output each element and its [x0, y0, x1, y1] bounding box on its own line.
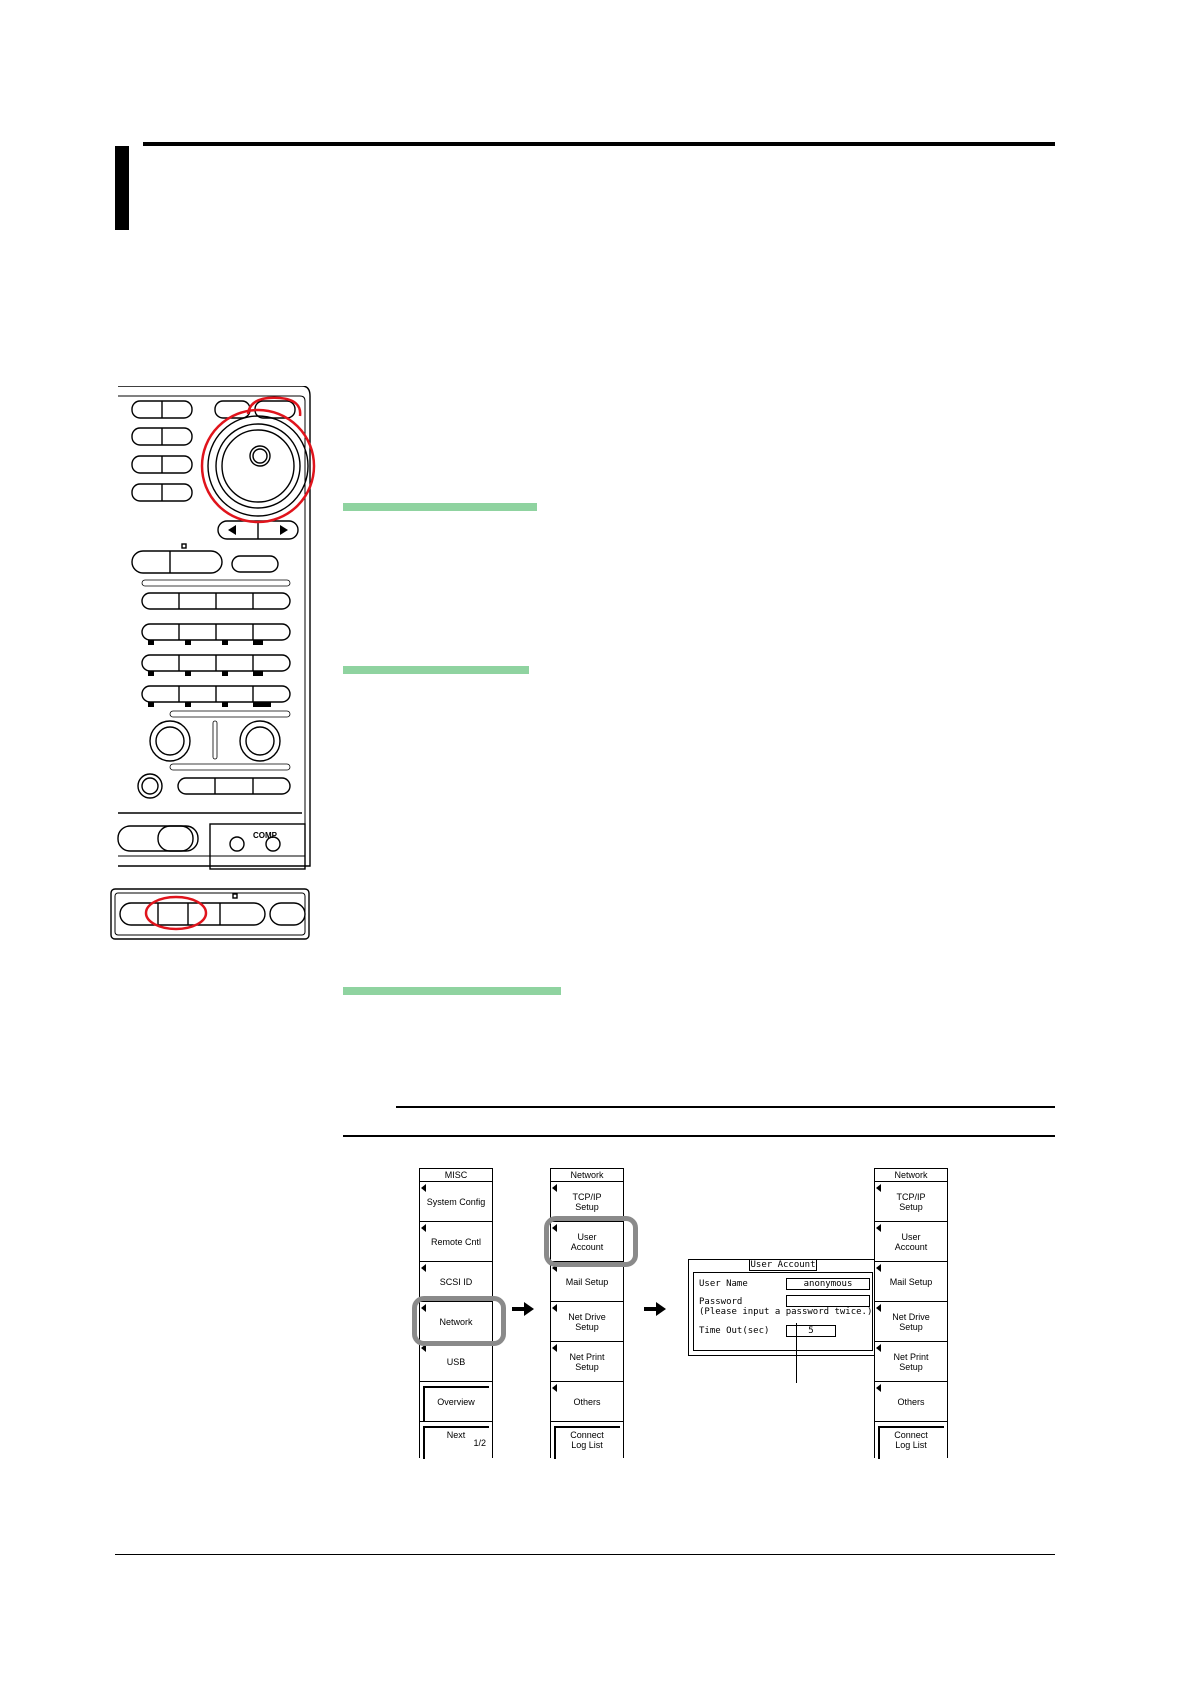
submenu-marker-icon — [421, 1184, 426, 1192]
submenu-marker-icon — [876, 1344, 881, 1352]
footer-rule — [115, 1554, 1055, 1555]
lower-panel-illustration — [110, 888, 310, 940]
submenu-marker-icon — [552, 1344, 557, 1352]
menu-item-others[interactable]: Others — [550, 1382, 624, 1422]
menu-item-overview[interactable]: Overview — [419, 1382, 493, 1422]
password-hint: (Please input a password twice.) — [699, 1307, 873, 1317]
menu-item-system-config[interactable]: System Config — [419, 1182, 493, 1222]
arrow-right-icon — [512, 1302, 534, 1316]
submenu-marker-icon — [552, 1184, 557, 1192]
submenu-marker-icon — [876, 1264, 881, 1272]
chapter-tab — [115, 146, 129, 230]
menu-item-mail-setup[interactable]: Mail Setup — [874, 1262, 948, 1302]
header-rule — [143, 142, 1055, 146]
divider-upper — [396, 1106, 1055, 1108]
user-account-dialog: User Account User Name anonymous Passwor… — [688, 1259, 878, 1356]
network-menu: Network TCP/IP Setup User Account Mail S… — [550, 1168, 624, 1459]
timeout-label: Time Out(sec) — [699, 1326, 770, 1336]
misc-menu-title: MISC — [419, 1168, 493, 1182]
submenu-marker-icon — [421, 1264, 426, 1272]
arrow-right-icon — [644, 1302, 666, 1316]
timeout-field[interactable]: 5 — [786, 1325, 836, 1337]
user-account-highlight — [544, 1216, 638, 1267]
submenu-marker-icon — [552, 1264, 557, 1272]
callout-line — [796, 1323, 797, 1383]
user-name-label: User Name — [699, 1279, 748, 1289]
menu-item-others[interactable]: Others — [874, 1382, 948, 1422]
submenu-marker-icon — [552, 1384, 557, 1392]
network-menu-title: Network — [550, 1168, 624, 1182]
menu-item-connect-log-list[interactable]: Connect Log List — [550, 1422, 624, 1459]
network-menu-title: Network — [874, 1168, 948, 1182]
menu-item-user-account[interactable]: User Account — [874, 1222, 948, 1262]
menu-item-tcpip-setup[interactable]: TCP/IP Setup — [550, 1182, 624, 1222]
submenu-marker-icon — [421, 1224, 426, 1232]
submenu-marker-icon — [876, 1224, 881, 1232]
menu-item-tcpip-setup[interactable]: TCP/IP Setup — [874, 1182, 948, 1222]
menu-item-net-print-setup[interactable]: Net Print Setup — [550, 1342, 624, 1382]
password-field[interactable] — [786, 1295, 870, 1307]
submenu-marker-icon — [876, 1304, 881, 1312]
submenu-marker-icon — [552, 1304, 557, 1312]
menu-item-user-account[interactable]: User Account — [550, 1222, 624, 1262]
network-highlight — [412, 1296, 506, 1346]
menu-item-remote-cntl[interactable]: Remote Cntl — [419, 1222, 493, 1262]
comp-label: COMP — [253, 831, 278, 840]
section-rule-3 — [343, 987, 561, 995]
menu-item-net-drive-setup[interactable]: Net Drive Setup — [550, 1302, 624, 1342]
submenu-marker-icon — [421, 1304, 426, 1312]
front-panel-illustration: COMP — [117, 386, 316, 870]
submenu-marker-icon — [421, 1344, 426, 1352]
menu-item-usb[interactable]: USB — [419, 1342, 493, 1382]
menu-item-mail-setup[interactable]: Mail Setup — [550, 1262, 624, 1302]
section-rule-2 — [343, 666, 529, 674]
submenu-marker-icon — [876, 1184, 881, 1192]
password-label: Password — [699, 1297, 743, 1307]
submenu-marker-icon — [876, 1384, 881, 1392]
section-rule-1 — [343, 503, 537, 511]
submenu-marker-icon — [552, 1224, 557, 1232]
dialog-title: User Account — [749, 1259, 817, 1271]
user-name-field[interactable]: anonymous — [786, 1278, 870, 1290]
divider-lower — [343, 1135, 1055, 1137]
menu-item-scsi-id[interactable]: SCSI ID — [419, 1262, 493, 1302]
network-menu-right: Network TCP/IP Setup User Account Mail S… — [874, 1168, 948, 1459]
menu-item-net-print-setup[interactable]: Net Print Setup — [874, 1342, 948, 1382]
dialog-body: User Name anonymous Password (Please inp… — [693, 1272, 873, 1351]
menu-item-network[interactable]: Network — [419, 1302, 493, 1342]
misc-menu: MISC System Config Remote Cntl SCSI ID N… — [419, 1168, 493, 1459]
menu-item-connect-log-list[interactable]: Connect Log List — [874, 1422, 948, 1459]
menu-item-net-drive-setup[interactable]: Net Drive Setup — [874, 1302, 948, 1342]
